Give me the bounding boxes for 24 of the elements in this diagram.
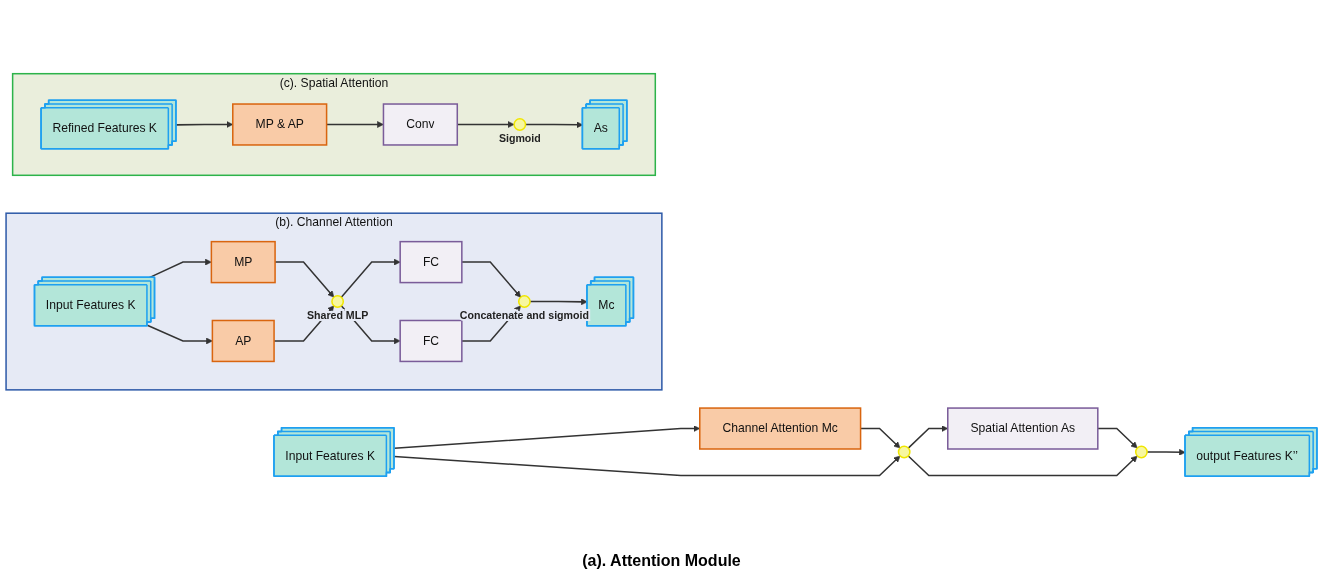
node-circle xyxy=(513,118,527,131)
node-box: FC xyxy=(399,240,463,284)
node-circle xyxy=(517,295,531,308)
node-circle xyxy=(1134,445,1148,459)
caption-text: (a). Attention Module xyxy=(582,552,741,570)
arrow xyxy=(146,324,213,345)
node-box: MP & AP xyxy=(232,103,328,146)
node-circle xyxy=(897,445,911,459)
arrow xyxy=(340,258,401,298)
arrow xyxy=(524,121,584,129)
node-box: Conv xyxy=(382,103,459,146)
arrow xyxy=(461,261,521,298)
node-box: Channel Attention Mc xyxy=(699,407,862,450)
node-box: FC xyxy=(399,319,463,363)
node-box: AP xyxy=(211,319,275,363)
node-box: Spatial Attention As xyxy=(947,407,1099,450)
arrow xyxy=(1097,427,1138,449)
node-circle xyxy=(331,295,345,308)
arrow xyxy=(907,455,1138,477)
arrow xyxy=(529,298,588,306)
node-caption: Sigmoid xyxy=(498,132,541,145)
arrow xyxy=(393,455,901,477)
node-box: MP xyxy=(210,240,276,284)
arrow xyxy=(1146,448,1186,456)
